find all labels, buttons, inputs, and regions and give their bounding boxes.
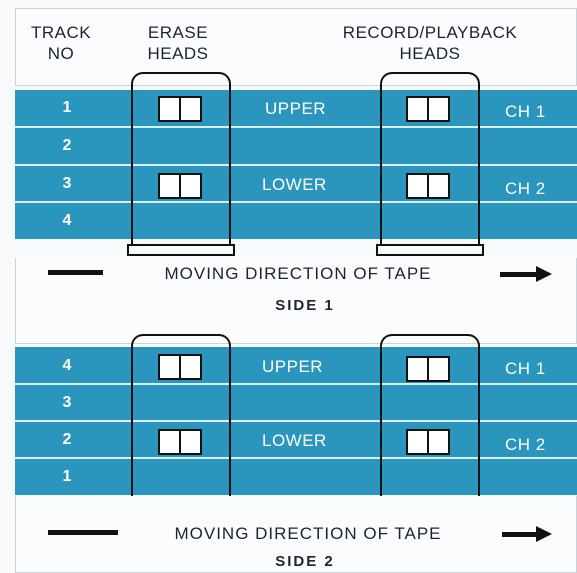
track-no-header: TRACK NO	[22, 22, 100, 64]
track-separator	[15, 201, 577, 203]
side1-track-number: 3	[62, 175, 72, 192]
head-gap-icon	[406, 429, 450, 455]
side2-direction-text: MOVING DIRECTION OF TAPE	[174, 524, 442, 543]
right-arrow-icon	[536, 526, 552, 542]
right-arrow-icon	[536, 266, 552, 282]
side2-label: SIDE 2	[275, 553, 335, 570]
side2-track-band	[15, 347, 577, 384]
side1-record-playback-head	[380, 72, 480, 246]
side1-ch1-label: CH 1	[505, 102, 546, 121]
head-gap-icon	[158, 96, 202, 122]
erase-heads-header-line1: ERASE	[147, 23, 209, 42]
side2-track-number: 4	[62, 357, 72, 374]
erase-heads-header: ERASE HEADS	[118, 22, 238, 64]
side1-track-band	[15, 127, 577, 164]
side1-track-band	[15, 90, 577, 127]
track-separator	[15, 126, 577, 128]
side2-ch2-label: CH 2	[505, 435, 546, 454]
head-gap-icon	[406, 173, 450, 199]
head-gap-icon	[158, 429, 202, 455]
track-no-header-line2: NO	[47, 44, 75, 63]
track-separator	[15, 457, 577, 459]
side1-track-number: 2	[62, 137, 72, 154]
side1-track-number: 4	[62, 212, 72, 229]
side1-direction-text: MOVING DIRECTION OF TAPE	[164, 264, 432, 283]
side2-record-playback-head	[380, 334, 480, 506]
head-gap-icon	[158, 354, 202, 380]
side2-track-band	[15, 458, 577, 495]
side2-track-number: 2	[62, 431, 72, 448]
arrow-shaft-icon	[502, 532, 538, 537]
left-dash-icon	[48, 270, 103, 275]
side1-track-band	[15, 202, 577, 239]
side2-track-number: 1	[62, 468, 72, 485]
side2-upper-label: UPPER	[262, 357, 324, 376]
side1-record-playback-head-base	[376, 244, 484, 256]
track-no-header-line1: TRACK	[30, 23, 92, 42]
record-playback-header: RECORD/PLAYBACK HEADS	[300, 22, 560, 64]
head-gap-icon	[406, 356, 450, 382]
track-separator	[15, 383, 577, 385]
erase-heads-header-line2: HEADS	[147, 44, 209, 63]
side1-track-number: 1	[62, 99, 72, 116]
side1-upper-label: UPPER	[265, 99, 327, 118]
side1-ch2-label: CH 2	[505, 179, 546, 198]
record-playback-header-line1: RECORD/PLAYBACK	[342, 23, 518, 42]
arrow-shaft-icon	[500, 272, 538, 277]
side1-erase-head-base	[127, 244, 235, 256]
side2-track-band	[15, 421, 577, 458]
side2-track-band	[15, 384, 577, 421]
head-gap-icon	[158, 173, 202, 199]
header-panel	[15, 8, 577, 86]
side2-ch1-label: CH 1	[505, 359, 546, 378]
side2-erase-head	[131, 334, 231, 506]
record-playback-header-line2: HEADS	[399, 44, 461, 63]
side1-label: SIDE 1	[275, 297, 335, 314]
track-separator	[15, 164, 577, 166]
side1-erase-head	[131, 72, 231, 246]
head-gap-icon	[406, 96, 450, 122]
left-dash-icon	[48, 530, 118, 535]
track-separator	[15, 420, 577, 422]
side2-lower-label: LOWER	[262, 431, 327, 450]
side2-track-number: 3	[62, 394, 72, 411]
side1-caption-panel	[15, 258, 577, 344]
side1-track-band	[15, 165, 577, 202]
side1-lower-label: LOWER	[262, 175, 327, 194]
